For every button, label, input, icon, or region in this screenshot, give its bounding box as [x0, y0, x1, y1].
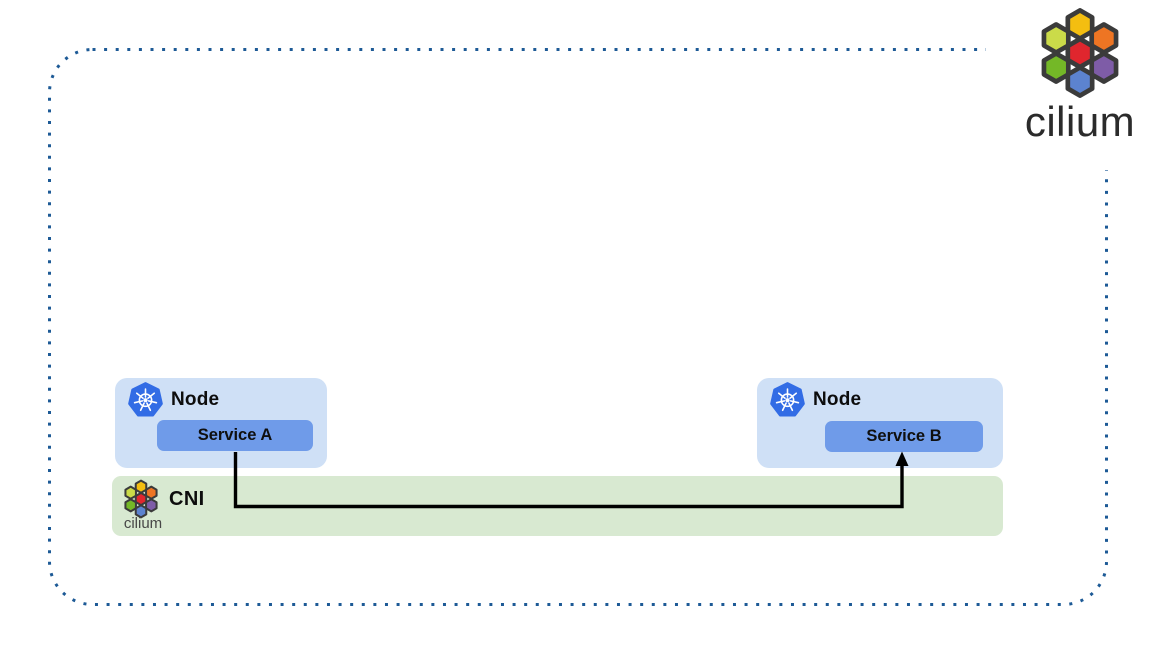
cilium-wordmark: cilium: [1024, 98, 1136, 145]
cni-band: cilium CNI: [112, 476, 1003, 536]
service-b-label: Service B: [866, 427, 942, 445]
node-b-label: Node: [813, 388, 862, 410]
cilium-honeycomb-icon: [122, 478, 160, 520]
service-b-box: Service B: [825, 421, 983, 452]
node-b-header: Node: [757, 378, 1003, 417]
cilium-honeycomb-icon: [1036, 4, 1124, 102]
node-a-label: Node: [171, 388, 220, 410]
service-a-label: Service A: [197, 426, 273, 444]
kubernetes-icon: [128, 382, 163, 417]
cni-label: CNI: [169, 488, 205, 510]
cni-cilium-label: cilium: [123, 515, 163, 532]
kubernetes-icon: [770, 382, 805, 417]
node-a-header: Node: [115, 378, 327, 417]
service-a-box: Service A: [157, 420, 313, 451]
node-a-box: Node Service A: [115, 378, 327, 468]
cilium-brand: cilium: [1012, 4, 1148, 143]
node-b-box: Node Service B: [757, 378, 1003, 468]
